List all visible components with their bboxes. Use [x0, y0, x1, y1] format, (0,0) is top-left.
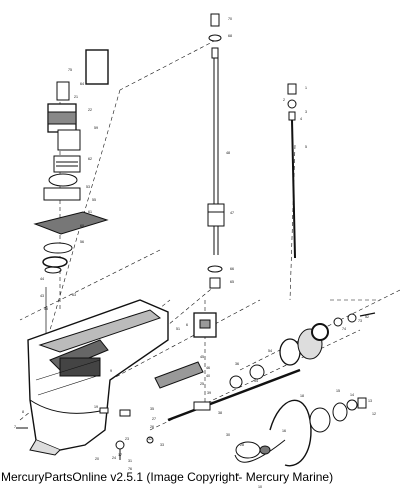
shift-shaft-assembly: [287, 83, 297, 259]
copyright-notice: MercuryPartsOnline v2.5.1 (Image Copyrig…: [1, 470, 334, 484]
part-callout-40: 40: [206, 374, 210, 378]
part-callout-53: 53: [86, 185, 90, 189]
part-callout-61: 61: [88, 210, 92, 214]
part-callout-5: 5: [305, 145, 307, 149]
bearing-carrier-parts: [229, 312, 376, 389]
part-callout-39: 39: [207, 391, 211, 395]
part-callout-20: 20: [95, 457, 99, 461]
part-callout-46: 46: [206, 366, 210, 370]
part-callout-12: 12: [372, 412, 376, 416]
part-callout-15: 15: [336, 389, 340, 393]
propeller-shaft: [167, 368, 301, 422]
part-callout-26: 26: [150, 425, 154, 429]
part-callout-18: 18: [300, 394, 304, 398]
part-callout-11: 11: [236, 473, 240, 477]
part-callout-33: 33: [160, 443, 164, 447]
part-callout-66: 66: [230, 267, 234, 271]
part-callout-4: 4: [300, 117, 302, 121]
water-pump-assembly: [33, 49, 109, 336]
part-callout-44: 44: [40, 277, 44, 281]
trim-tab: [154, 361, 204, 389]
part-callout-38: 38: [218, 411, 222, 415]
part-callout-64: 64: [80, 82, 84, 86]
part-callout-21: 21: [74, 95, 78, 99]
part-callout-3: 3: [305, 110, 307, 114]
part-callout-28: 28: [240, 443, 244, 447]
part-callout-54: 54: [268, 349, 272, 353]
part-callout-34: 34: [254, 379, 258, 383]
part-callout-24: 24: [112, 456, 116, 460]
part-callout-14: 14: [350, 393, 354, 397]
part-callout-13: 13: [368, 399, 372, 403]
part-callout-65: 65: [230, 280, 234, 284]
callout-layer: 7068756448123454766652122596253556160564…: [14, 17, 376, 489]
part-callout-19: 19: [94, 405, 98, 409]
part-callout-47: 47: [230, 211, 234, 215]
part-callout-70: 70: [228, 17, 232, 21]
part-callout-6: 6: [186, 323, 188, 327]
part-callout-27: 27: [152, 417, 156, 421]
part-callout-9: 9: [110, 369, 112, 373]
propeller-assembly: [234, 397, 367, 467]
part-callout-23: 23: [125, 437, 129, 441]
part-callout-62: 62: [88, 157, 92, 161]
part-callout-63: 63: [72, 293, 76, 297]
gear-housing: [27, 299, 169, 456]
part-callout-68: 68: [228, 34, 232, 38]
part-callout-35: 35: [150, 407, 154, 411]
part-callout-31: 31: [128, 459, 132, 463]
part-callout-10: 10: [258, 485, 262, 489]
part-callout-45: 45: [200, 355, 204, 359]
part-callout-22: 22: [88, 108, 92, 112]
part-callout-52: 52: [365, 315, 369, 319]
part-callout-30: 30: [226, 433, 230, 437]
part-callout-75: 75: [68, 68, 72, 72]
part-callout-17: 17: [118, 453, 122, 457]
part-callout-59: 59: [94, 126, 98, 130]
part-callout-16: 16: [282, 429, 286, 433]
part-callout-8: 8: [22, 410, 24, 414]
part-callout-74: 74: [342, 327, 346, 331]
part-callout-58: 58: [44, 307, 48, 311]
part-callout-48: 48: [226, 151, 230, 155]
part-callout-36: 36: [235, 362, 239, 366]
part-callout-60: 60: [80, 224, 84, 228]
part-callout-76: 76: [128, 467, 132, 471]
part-callout-73: 73: [358, 319, 362, 323]
part-callout-1: 1: [305, 86, 307, 90]
driveshaft-assembly: [207, 13, 225, 289]
part-callout-56: 56: [80, 240, 84, 244]
part-callout-37: 37: [210, 401, 214, 405]
part-callout-25: 25: [200, 382, 204, 386]
part-callout-32: 32: [148, 437, 152, 441]
part-callout-7: 7: [14, 425, 16, 429]
part-callout-55: 55: [92, 198, 96, 202]
part-callout-43: 43: [40, 294, 44, 298]
part-callout-51: 51: [176, 327, 180, 331]
part-callout-2: 2: [283, 98, 285, 102]
